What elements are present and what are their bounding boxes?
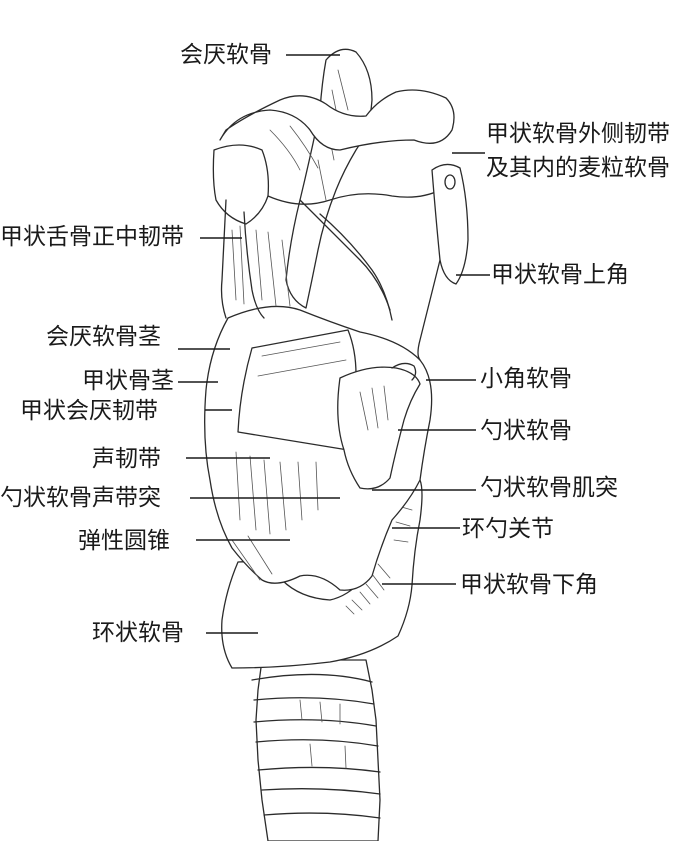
label-epiglottis: 会厌软骨: [180, 42, 272, 68]
label-vocal-ligament: 声韧带: [92, 446, 161, 472]
label-lateral-thyrohyoid-ligament: 甲状软骨外侧韧带: [486, 121, 670, 147]
label-cricoarytenoid-joint: 环勺关节: [462, 516, 554, 542]
trachea: [251, 659, 381, 841]
thyrohyoid-membrane: [220, 199, 393, 321]
label-arytenoid-cartilage: 勺状软骨: [480, 418, 572, 444]
label-vocal-process: 勺状软骨声带突: [0, 485, 161, 511]
label-corniculate-cartilage: 小角软骨: [480, 366, 572, 392]
hyoid-region: [212, 89, 455, 225]
label-thyroepiglottic-ligament: 甲状会厌韧带: [20, 398, 158, 424]
label-triticeous-cartilage: 及其内的麦粒软骨: [486, 155, 670, 181]
label-cricoid-cartilage: 环状软骨: [92, 620, 184, 646]
arytenoid-cartilage: [337, 362, 421, 490]
label-median-thyrohyoid-ligament: 甲状舌骨正中韧带: [0, 224, 184, 250]
superior-horn: [417, 163, 469, 361]
leader-lines: [178, 54, 490, 634]
label-muscular-process: 勺状软骨肌突: [480, 475, 618, 501]
epiglottis: [285, 48, 373, 309]
label-conus-elasticus: 弹性圆锥: [78, 528, 170, 554]
label-thyroid-stalk: 甲状骨茎: [82, 368, 174, 394]
label-epiglottic-petiole: 会厌软骨茎: [46, 324, 161, 350]
label-inferior-horn: 甲状软骨下角: [460, 572, 598, 598]
label-superior-horn: 甲状软骨上角: [491, 262, 629, 288]
